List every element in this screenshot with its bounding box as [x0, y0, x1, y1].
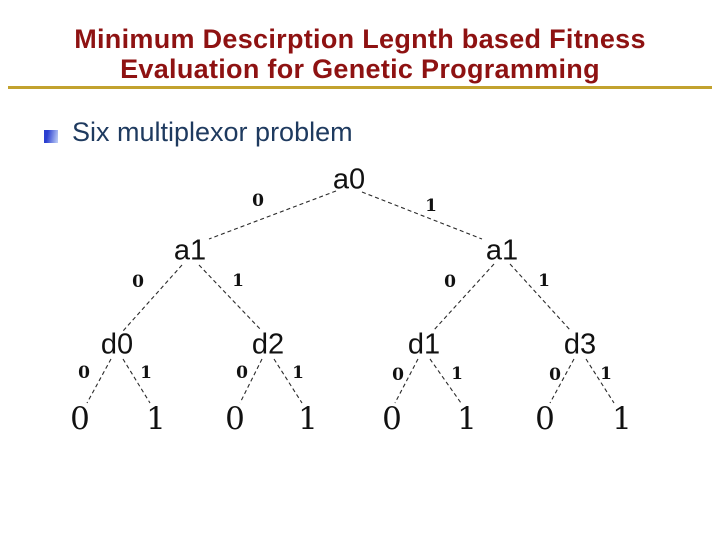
edge-label-d3-1: 1: [600, 364, 612, 384]
leaf-value-d3-0: 0: [535, 401, 555, 437]
tree-edge-a0-a1-left: [208, 190, 337, 240]
slide-title-line1: Minimum Descirption Legnth based Fitness: [74, 24, 646, 54]
slide-title-line2: Evaluation for Genetic Programming: [120, 54, 600, 84]
edge-label-root-1: 1: [425, 196, 437, 216]
edge-label-d2-0: 0: [236, 363, 248, 383]
leaf-value-d1-0: 0: [382, 401, 402, 437]
edge-label-d0-0: 0: [78, 363, 90, 383]
slide-title: Minimum Descirption Legnth based Fitness…: [0, 24, 720, 84]
tree-node-d0: d0: [100, 328, 134, 361]
title-underline: [8, 86, 712, 89]
edge-label-root-0: 0: [252, 191, 264, 211]
edge-label-d2-1: 1: [292, 363, 304, 383]
tree-edge-a1l-d2: [198, 264, 262, 331]
edge-label-d1-1: 1: [451, 364, 463, 384]
edge-label-d0-1: 1: [140, 363, 152, 383]
leaf-value-d1-1: 1: [457, 401, 477, 437]
edge-label-a1l-1: 1: [232, 271, 244, 291]
leaf-value-d2-1: 1: [298, 401, 318, 437]
edge-label-d3-0: 0: [549, 365, 561, 385]
edge-label-a1r-1: 1: [538, 271, 550, 291]
tree-node-a1-right: a1: [485, 234, 519, 267]
tree-edge-a0-a1-right: [361, 191, 483, 240]
leaf-value-d2-0: 0: [225, 401, 245, 437]
edge-label-a1r-0: 0: [444, 272, 456, 292]
leaf-value-d3-1: 1: [612, 401, 632, 437]
tree-edge-a1r-d1: [432, 263, 495, 332]
tree-node-d2: d2: [251, 328, 285, 361]
bullet-icon: [44, 130, 58, 143]
leaf-value-d0-1: 1: [146, 401, 166, 437]
tree-node-d1: d1: [407, 328, 441, 361]
edge-label-a1l-0: 0: [132, 272, 144, 292]
edge-label-d1-0: 0: [392, 365, 404, 385]
tree-node-d3: d3: [563, 328, 597, 361]
tree-edge-d0-leaf0: [86, 358, 112, 404]
tree-node-a1-left: a1: [173, 234, 207, 267]
leaf-value-d0-0: 0: [70, 401, 90, 437]
bullet-text: Six multiplexor problem: [72, 117, 353, 147]
tree-node-a0: a0: [332, 163, 366, 196]
